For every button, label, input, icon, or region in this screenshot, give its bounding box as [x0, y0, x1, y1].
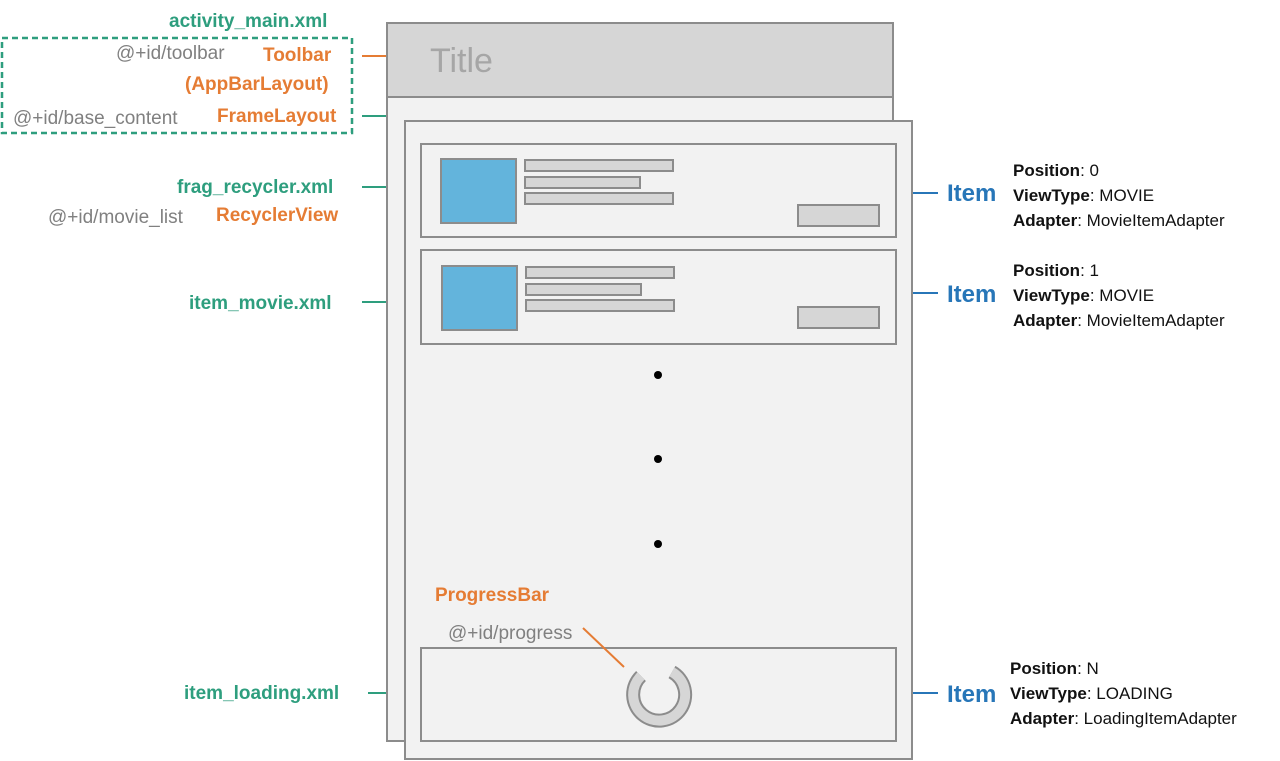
adapter-value: : MovieItemAdapter	[1077, 311, 1225, 330]
position-key: Position	[1010, 659, 1078, 678]
adapter-key: Adapter	[1013, 311, 1078, 330]
action-button[interactable]	[797, 204, 880, 227]
activity-dashed-box	[0, 36, 354, 135]
item-movie-label: item_movie.xml	[189, 293, 332, 314]
viewtype-value: : LOADING	[1086, 684, 1173, 703]
text-line	[524, 176, 641, 189]
recyclerview-type-label: RecyclerView	[216, 205, 339, 226]
item-n-info: Position: N ViewType: LOADING Adapter: L…	[1010, 656, 1237, 731]
base-content-id-label: @+id/base_content	[13, 108, 178, 129]
adapter-key: Adapter	[1013, 211, 1078, 230]
movie-thumbnail	[440, 158, 517, 224]
item-1-label: Item	[947, 281, 997, 308]
item-loading-label: item_loading.xml	[184, 683, 340, 704]
action-button[interactable]	[797, 306, 880, 329]
item-0-label: Item	[947, 180, 997, 207]
progressbar-type-label: ProgressBar	[435, 585, 550, 606]
item-1-info: Position: 1 ViewType: MOVIE Adapter: Mov…	[1013, 258, 1225, 333]
viewtype-key: ViewType	[1010, 684, 1087, 703]
text-line	[524, 192, 674, 205]
position-key: Position	[1013, 161, 1081, 180]
adapter-value: : MovieItemAdapter	[1077, 211, 1225, 230]
text-line	[524, 159, 674, 172]
position-value: : N	[1077, 659, 1099, 678]
text-line	[525, 283, 642, 296]
movie-item-card[interactable]	[420, 143, 897, 238]
screen-title: Title	[430, 42, 493, 80]
text-line	[525, 266, 675, 279]
progress-id-label: @+id/progress	[448, 623, 573, 644]
item-n-label: Item	[947, 681, 997, 708]
activity-main-label: activity_main.xml	[169, 11, 328, 32]
viewtype-value: : MOVIE	[1089, 286, 1155, 305]
text-line	[525, 299, 675, 312]
viewtype-key: ViewType	[1013, 286, 1090, 305]
viewtype-value: : MOVIE	[1089, 186, 1155, 205]
ellipsis-dot	[654, 540, 662, 548]
toolbar-id-label: @+id/toolbar	[116, 43, 225, 64]
position-value: : 1	[1080, 261, 1099, 280]
ellipsis-dot	[654, 371, 662, 379]
framelayout-type-label: FrameLayout	[217, 106, 337, 127]
viewtype-key: ViewType	[1013, 186, 1090, 205]
item-0-info: Position: 0 ViewType: MOVIE Adapter: Mov…	[1013, 158, 1225, 233]
movie-item-card[interactable]	[420, 249, 897, 345]
toolbar-type-label: Toolbar	[263, 45, 332, 66]
progress-pointer-line	[582, 627, 625, 668]
position-value: : 0	[1080, 161, 1099, 180]
adapter-value: : LoadingItemAdapter	[1074, 709, 1237, 728]
movie-thumbnail	[441, 265, 518, 331]
movie-list-id-label: @+id/movie_list	[48, 207, 183, 228]
toolbar-bar: Title	[386, 22, 894, 98]
frag-recycler-label: frag_recycler.xml	[177, 177, 334, 198]
adapter-key: Adapter	[1010, 709, 1075, 728]
position-key: Position	[1013, 261, 1081, 280]
ellipsis-dot	[654, 455, 662, 463]
progress-spinner-icon	[626, 665, 693, 728]
appbar-type-label: (AppBarLayout)	[185, 74, 329, 95]
